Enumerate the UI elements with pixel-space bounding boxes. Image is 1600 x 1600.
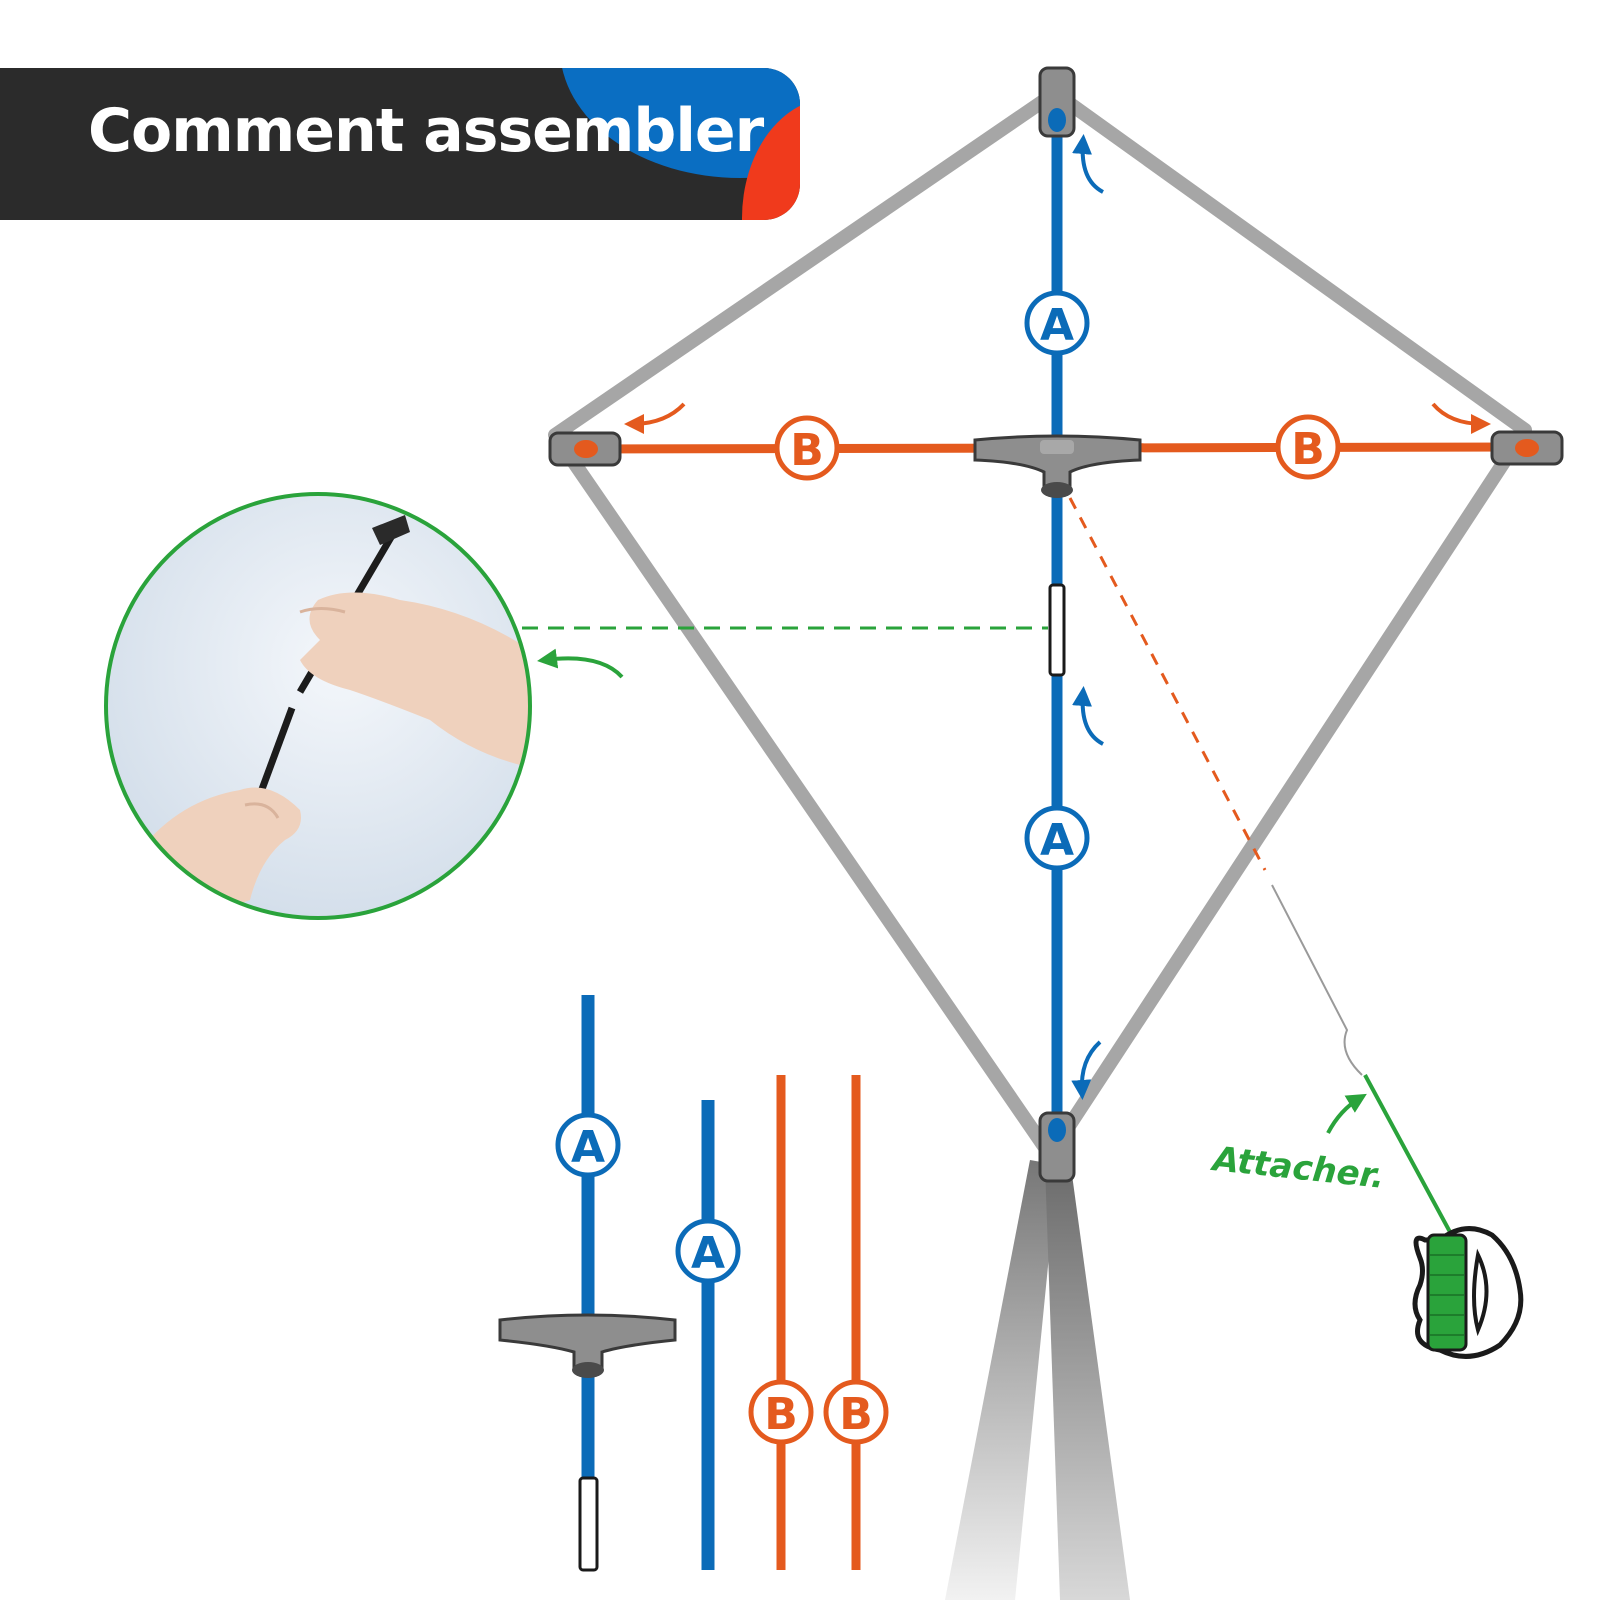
badge-a-label: A xyxy=(1040,300,1074,351)
end-cap-right xyxy=(1490,430,1564,466)
attach-label: Attacher. xyxy=(1208,1139,1386,1197)
curved-arrow-icon xyxy=(624,402,686,434)
badge-b: B xyxy=(774,415,840,481)
connector-icon xyxy=(973,434,1142,498)
curved-arrow-icon xyxy=(1431,402,1491,434)
end-cap-top xyxy=(1038,66,1076,138)
end-cap-bottom xyxy=(1038,1111,1076,1183)
dashed-guide-orange xyxy=(1068,497,1267,871)
badge-b-label: B xyxy=(839,1389,873,1440)
curved-arrow-icon xyxy=(1326,1093,1367,1134)
badge-b-label: B xyxy=(1291,424,1325,475)
curved-arrow-icon xyxy=(1072,134,1105,194)
kite-frame xyxy=(548,86,1532,1162)
end-cap-left xyxy=(548,431,622,467)
kite-tails xyxy=(945,1160,1130,1600)
badge-b: B xyxy=(1275,414,1341,480)
badge-a-label: A xyxy=(691,1228,725,1279)
badge-a: A xyxy=(1024,805,1090,871)
badge-b-label: B xyxy=(790,425,824,476)
curved-arrow-icon xyxy=(1072,686,1105,746)
header-banner: Comment assembler xyxy=(0,68,800,220)
badge-a: A xyxy=(675,1218,741,1284)
curved-arrow-icon xyxy=(537,648,624,679)
badge-a: A xyxy=(1024,290,1090,356)
joint-sleeve xyxy=(1048,583,1066,677)
badge-a-label: A xyxy=(1040,815,1074,866)
badge-b-label: B xyxy=(764,1389,798,1440)
badge-a: A xyxy=(555,1112,621,1178)
badge-a-label: A xyxy=(571,1122,605,1173)
reel-line xyxy=(1363,1074,1452,1233)
badge-b: B xyxy=(748,1379,814,1445)
badge-b: B xyxy=(823,1379,889,1445)
kite-line xyxy=(1271,884,1363,1076)
curved-arrow-icon xyxy=(1071,1040,1102,1100)
hands-photo-icon xyxy=(104,492,532,920)
page-title: Comment assembler xyxy=(88,96,764,166)
line-reel-icon xyxy=(1412,1226,1524,1359)
part-spine-with-connector xyxy=(498,995,677,1572)
